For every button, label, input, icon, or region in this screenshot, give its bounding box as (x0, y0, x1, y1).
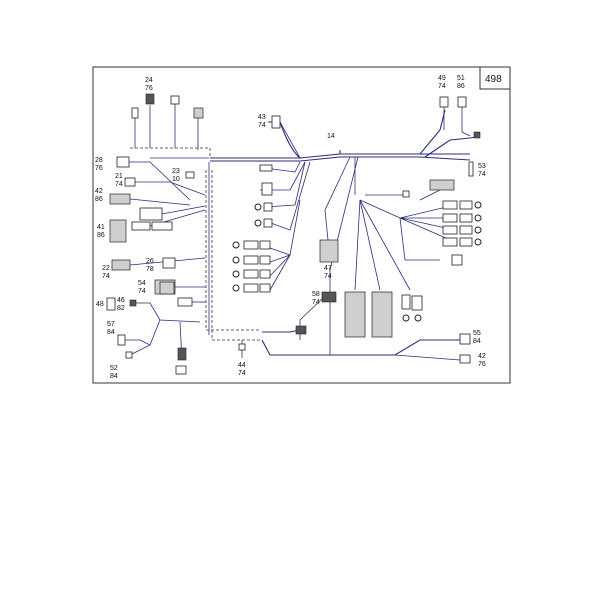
middle-fanout (232, 161, 311, 293)
center-branch (299, 156, 423, 355)
label-28-76-top: 28 (95, 157, 103, 164)
label-54-74-bottom: 74 (138, 288, 146, 295)
label-44-74-top: 44 (238, 362, 246, 369)
connector-23 (185, 171, 195, 179)
label-49-74-top: 49 (438, 75, 446, 82)
label-28-76-bottom: 76 (95, 165, 103, 172)
label-53-74-bottom: 74 (478, 171, 486, 178)
label-26-78-top: 26 (146, 258, 154, 265)
label-44-74-bottom: 74 (238, 370, 246, 377)
label-52-84-top: 52 (110, 365, 118, 372)
label-21-74-top: 21 (115, 173, 123, 180)
label-46-82-top: 46 (117, 297, 125, 304)
label-23-10-bottom: 10 (172, 176, 180, 183)
label-47-74-bottom: 74 (324, 273, 332, 280)
label-53-74-top: 53 (478, 163, 486, 170)
top-left-connectors (131, 93, 204, 150)
connector-43 (271, 115, 301, 159)
label-46-82-bottom: 82 (117, 305, 125, 312)
label-54-74-top: 54 (138, 280, 146, 287)
label-55-84-bottom: 84 (473, 338, 481, 345)
label-57-84-bottom: 84 (107, 329, 115, 336)
reference-labels: 24 76 43 74 14 49 74 51 86 28 76 23 10 2… (95, 75, 486, 380)
lower-left-connectors (106, 297, 201, 375)
main-harness-trunk (210, 109, 481, 162)
label-49-74-bottom: 74 (438, 83, 446, 90)
connector-54 (159, 281, 175, 295)
label-58-74-bottom: 74 (312, 299, 320, 306)
label-51-86-bottom: 86 (457, 83, 465, 90)
label-52-84-bottom: 84 (110, 373, 118, 380)
label-41-86-bottom: 86 (97, 232, 105, 239)
label-42-86-top: 42 (95, 188, 103, 195)
label-24-76-top: 24 (145, 77, 153, 84)
label-42-76-bottom: 76 (478, 361, 486, 368)
label-42-76-top: 42 (478, 353, 486, 360)
label-41-86-top: 41 (97, 224, 105, 231)
page-number: 498 (485, 74, 502, 85)
left-sub-harness (130, 147, 262, 341)
left-side-connectors (109, 156, 206, 307)
label-43-74-bottom: 74 (258, 122, 266, 129)
label-47-74-top: 47 (324, 265, 332, 272)
label-48: 48 (96, 301, 104, 308)
label-43-74-top: 43 (258, 114, 266, 121)
label-22-74-top: 22 (102, 265, 110, 272)
label-58-74-top: 58 (312, 291, 320, 298)
label-55-84-top: 55 (473, 330, 481, 337)
label-14: 14 (327, 133, 335, 140)
label-23-10-top: 23 (172, 168, 180, 175)
top-right-connectors (439, 96, 481, 177)
label-42-86-bottom: 86 (95, 196, 103, 203)
label-26-78-bottom: 78 (146, 266, 154, 273)
label-57-84-top: 57 (107, 321, 115, 328)
label-24-76-bottom: 76 (145, 85, 153, 92)
right-branch (359, 179, 482, 266)
label-22-74-bottom: 74 (102, 273, 110, 280)
label-21-74-bottom: 74 (115, 181, 123, 188)
bottom-right-leads (238, 325, 471, 364)
diagram-border (92, 66, 511, 384)
label-51-86-top: 51 (457, 75, 465, 82)
page-number-box (479, 66, 511, 90)
